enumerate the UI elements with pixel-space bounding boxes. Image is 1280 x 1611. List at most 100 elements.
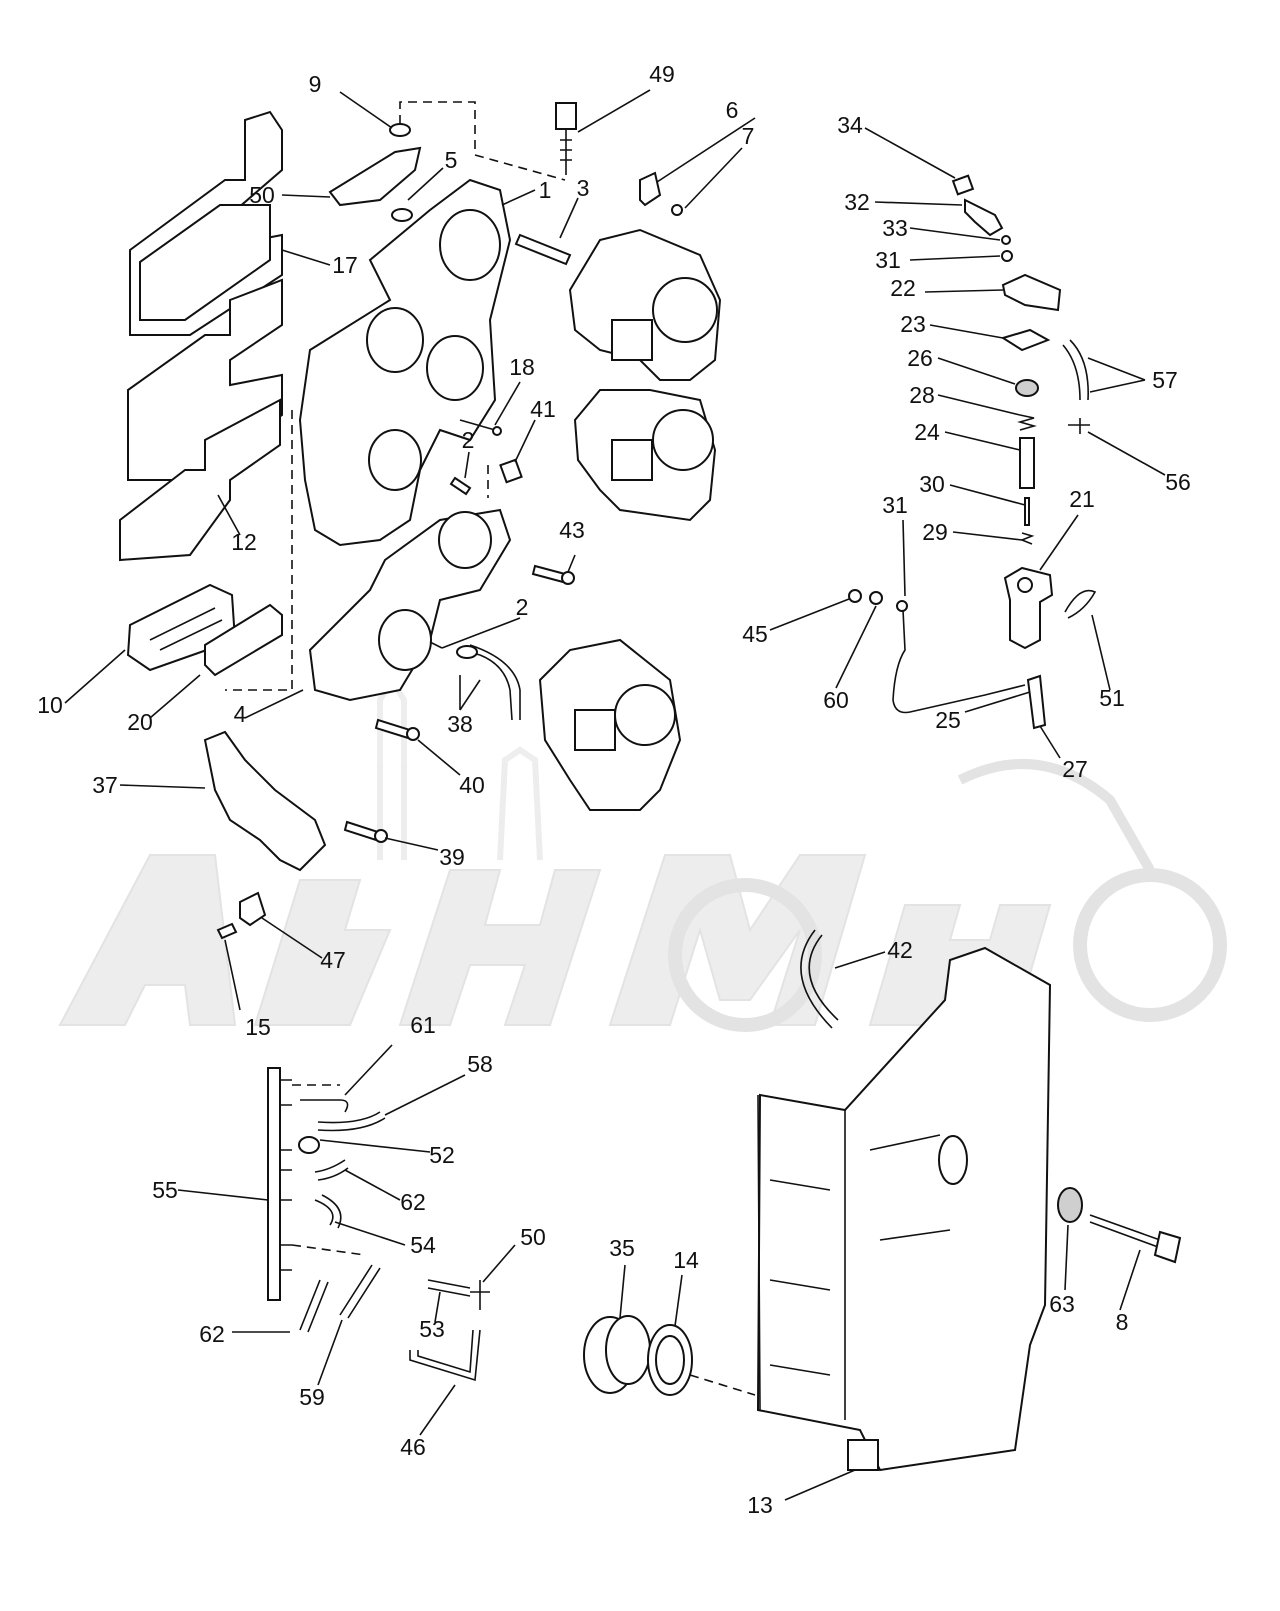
callout-30: 30	[919, 471, 945, 497]
pump-cover-22	[1001, 273, 1062, 312]
callout-23: 23	[900, 311, 926, 337]
callout-25: 25	[935, 707, 961, 733]
callout-7: 7	[742, 123, 755, 149]
callout-14: 14	[673, 1247, 699, 1273]
bolt-44	[531, 564, 575, 585]
leader-lines	[64, 89, 1166, 1501]
callout-29: 29	[922, 519, 948, 545]
callout-33: 32	[844, 189, 870, 215]
callout-27: 27	[1062, 756, 1088, 782]
fitting-33	[964, 198, 1004, 237]
callout-46: 46	[400, 1434, 426, 1460]
callout-54: 54	[410, 1232, 436, 1258]
hose-46	[409, 1329, 481, 1382]
bolt-48	[555, 102, 577, 175]
grommet-37	[583, 1315, 651, 1394]
callout-18: 18	[509, 354, 535, 380]
callout-42: 41	[530, 396, 556, 422]
throttle-link-49	[328, 101, 566, 222]
hose-54	[314, 1194, 342, 1229]
callout-52: 52	[429, 1142, 455, 1168]
pin-30	[1024, 497, 1030, 526]
screw-41	[374, 718, 420, 741]
callout-39: 38	[447, 711, 473, 737]
hose-43	[800, 929, 839, 1029]
tee-50	[470, 1280, 490, 1310]
callout-8: 8	[1116, 1309, 1129, 1335]
fitting-59	[339, 1264, 381, 1319]
callout-6: 6	[726, 97, 739, 123]
screw-45	[848, 589, 862, 603]
callout-1: 1	[539, 177, 552, 203]
callout-34: 33	[882, 215, 908, 241]
callout-37: 35	[609, 1235, 635, 1261]
seal-14	[647, 1324, 756, 1396]
tube-53	[427, 1279, 471, 1297]
solenoid-21	[1003, 566, 1054, 650]
hose-62-upper	[314, 1159, 349, 1181]
hose-61	[300, 1099, 349, 1113]
callout-15: 15	[245, 1014, 271, 1040]
connector-27	[1026, 674, 1047, 730]
callout-53: 53	[419, 1316, 445, 1342]
callout-26: 26	[907, 345, 933, 371]
callout-55: 55	[152, 1177, 178, 1203]
callout-38: 37	[92, 772, 118, 798]
clamp-52	[298, 1136, 320, 1154]
callout-60: 60	[823, 687, 849, 713]
intake-manifold-1	[225, 178, 512, 691]
callout-62-lower: 62	[199, 1321, 225, 1347]
screw-2-lower	[429, 641, 443, 649]
callout-61: 61	[410, 1012, 436, 1038]
callout-13: 13	[747, 1492, 773, 1518]
hose-57	[1062, 339, 1089, 401]
cam-47	[239, 891, 267, 927]
cap-35	[951, 174, 975, 196]
spring-29	[1019, 532, 1035, 545]
callout-40: 39	[439, 844, 465, 870]
gasket-17	[129, 110, 283, 336]
washer-63	[1057, 1187, 1083, 1223]
plunger-24	[1019, 437, 1035, 489]
callout-22: 22	[890, 275, 916, 301]
check-valve-26	[1015, 379, 1039, 397]
callout-41: 40	[459, 772, 485, 798]
screw-40	[343, 820, 388, 843]
callout-45: 45	[742, 621, 768, 647]
callout-35: 34	[837, 112, 863, 138]
strap-51	[1064, 589, 1097, 619]
hose-58	[317, 1111, 386, 1132]
gasket-12	[119, 278, 283, 562]
gasket-20	[204, 603, 283, 677]
callout-2-lower: 2	[516, 594, 529, 620]
clip-6	[639, 171, 662, 207]
callout-3: 3	[577, 175, 590, 201]
callout-56: 56	[1165, 469, 1191, 495]
callout-10: 10	[37, 692, 63, 718]
callout-24: 24	[914, 419, 940, 445]
callout-44: 43	[559, 517, 585, 543]
screw-15	[216, 922, 238, 940]
callout-9: 9	[309, 71, 322, 97]
screw-7	[671, 204, 683, 216]
carburetor-lower	[538, 638, 682, 811]
screw-18	[459, 419, 502, 436]
callout-63: 63	[1049, 1291, 1075, 1317]
callout-43: 42	[887, 937, 913, 963]
screw-8	[1089, 1214, 1182, 1264]
hose-39	[456, 644, 521, 721]
silencer-13	[756, 946, 1052, 1472]
spring-28	[1017, 414, 1037, 431]
callout-labels: 9 49 6 7 5 50 1 3 17 18 41 2 12 43 2 10 …	[37, 61, 1191, 1518]
callout-49: 50	[249, 182, 275, 208]
stud-3	[514, 233, 572, 266]
callout-31: 31	[882, 492, 908, 518]
sleeve-42	[487, 458, 523, 498]
callout-28: 28	[909, 382, 935, 408]
callout-59: 59	[299, 1384, 325, 1410]
carburetor-upper	[568, 228, 722, 522]
callout-47: 47	[320, 947, 346, 973]
tee-56	[1068, 418, 1090, 434]
